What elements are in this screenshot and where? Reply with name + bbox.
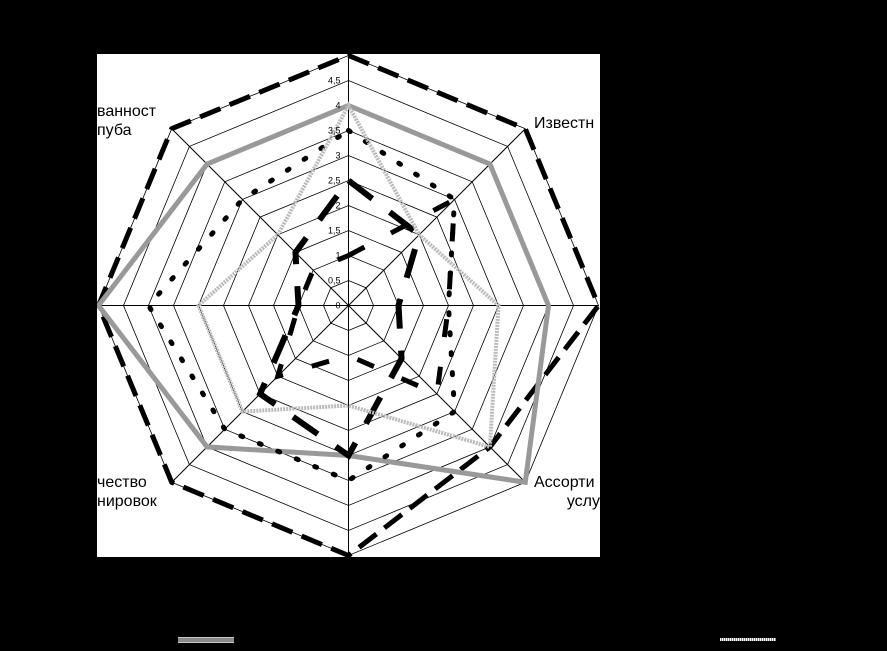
tick-label: 4 [335,101,340,111]
axis-spoke [348,128,526,306]
legend-swatch-light [720,638,776,641]
tick-label: 0,5 [328,276,341,286]
tick-label: 3 [335,151,340,161]
axis-spoke [171,128,349,306]
series-5-line [196,101,501,450]
tick-label: 1,5 [328,226,341,236]
tick-label: 4,5 [328,76,341,86]
tick-label: 0 [335,301,340,311]
series-4-line [256,176,423,460]
axis-label: Известн [534,115,594,132]
tick-label: 3,5 [328,126,341,136]
series-1-line [97,54,600,557]
tick-labels: 0 0,5 1 1,5 2 2,5 3 3,5 4 4,5 [328,76,341,311]
series-layer [97,54,600,557]
tick-label: 1 [335,251,340,261]
legend-swatch-gray [178,637,234,643]
tick-label: 2,5 [328,176,341,186]
series-6-line [274,195,458,398]
axis-spoke [348,305,526,483]
tick-label: 2 [335,201,340,211]
